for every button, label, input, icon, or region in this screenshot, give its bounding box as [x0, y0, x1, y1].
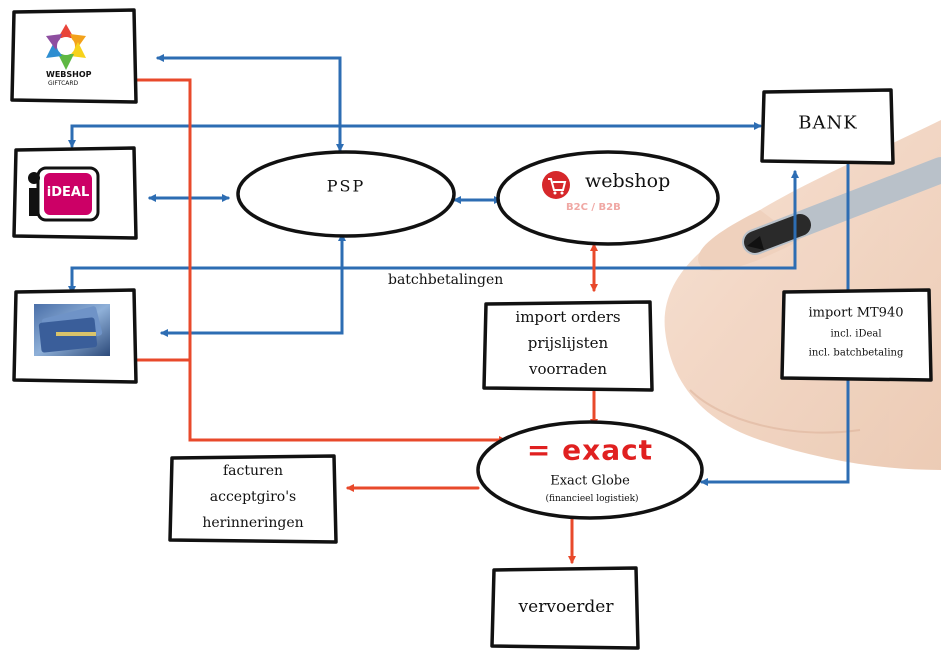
shopping-cart-icon [542, 171, 570, 199]
orders-line3: voorraden [529, 360, 607, 378]
vervoerder-label: vervoerder [518, 597, 614, 617]
facturen-line3: herinneringen [202, 515, 304, 531]
webshop-ellipse-shape [496, 150, 720, 246]
mt940-box-shape [780, 288, 933, 382]
ideal-logo-text: iDEAL [46, 185, 90, 200]
ideal-logo [28, 166, 100, 222]
exact-title: Exact Globe [550, 473, 630, 489]
psp-ellipse-shape [236, 150, 456, 238]
bank-box-shape [760, 88, 895, 165]
webshop-sublabel: B2C / B2B [566, 202, 621, 213]
mt940-line1: import MT940 [808, 305, 904, 321]
mt940-line2: incl. iDeal [830, 328, 882, 340]
giftcard-logo-line2: GIFTCARD [48, 80, 79, 87]
orders-line1: import orders [515, 308, 621, 326]
mt940-line3: incl. batchbetaling [808, 347, 904, 359]
ellipse-shapes [236, 150, 720, 520]
facturen-line2: acceptgiro's [209, 489, 297, 505]
giftcard-logo-line1: WEBSHOP [46, 70, 92, 79]
edge-ideal-bank [70, 122, 762, 147]
exact-logo: = exact [526, 433, 654, 467]
exact-ellipse-shape [476, 420, 704, 520]
batchbetalingen-label: batchbetalingen [388, 272, 504, 288]
facturen-box-shape [168, 454, 338, 544]
edge-bank-exact [700, 163, 850, 486]
red-connectors [134, 78, 598, 564]
colored-star-logo [46, 24, 86, 70]
bank-label: BANK [798, 112, 858, 134]
edge-psp-giftcard [156, 54, 342, 152]
exact-sub: (financieel logistiek) [545, 494, 639, 504]
orders-line2: prijslijsten [527, 334, 609, 352]
edge-giftcard-exact [134, 78, 507, 444]
vervoerder-box-shape [490, 566, 640, 650]
orders-box-shape [482, 300, 654, 392]
box-shapes [10, 8, 933, 650]
facturen-line1: facturen [222, 463, 284, 479]
psp-label: PSP [326, 176, 366, 196]
webshop-label: webshop [585, 170, 671, 192]
credit-cards-photo [34, 304, 110, 356]
